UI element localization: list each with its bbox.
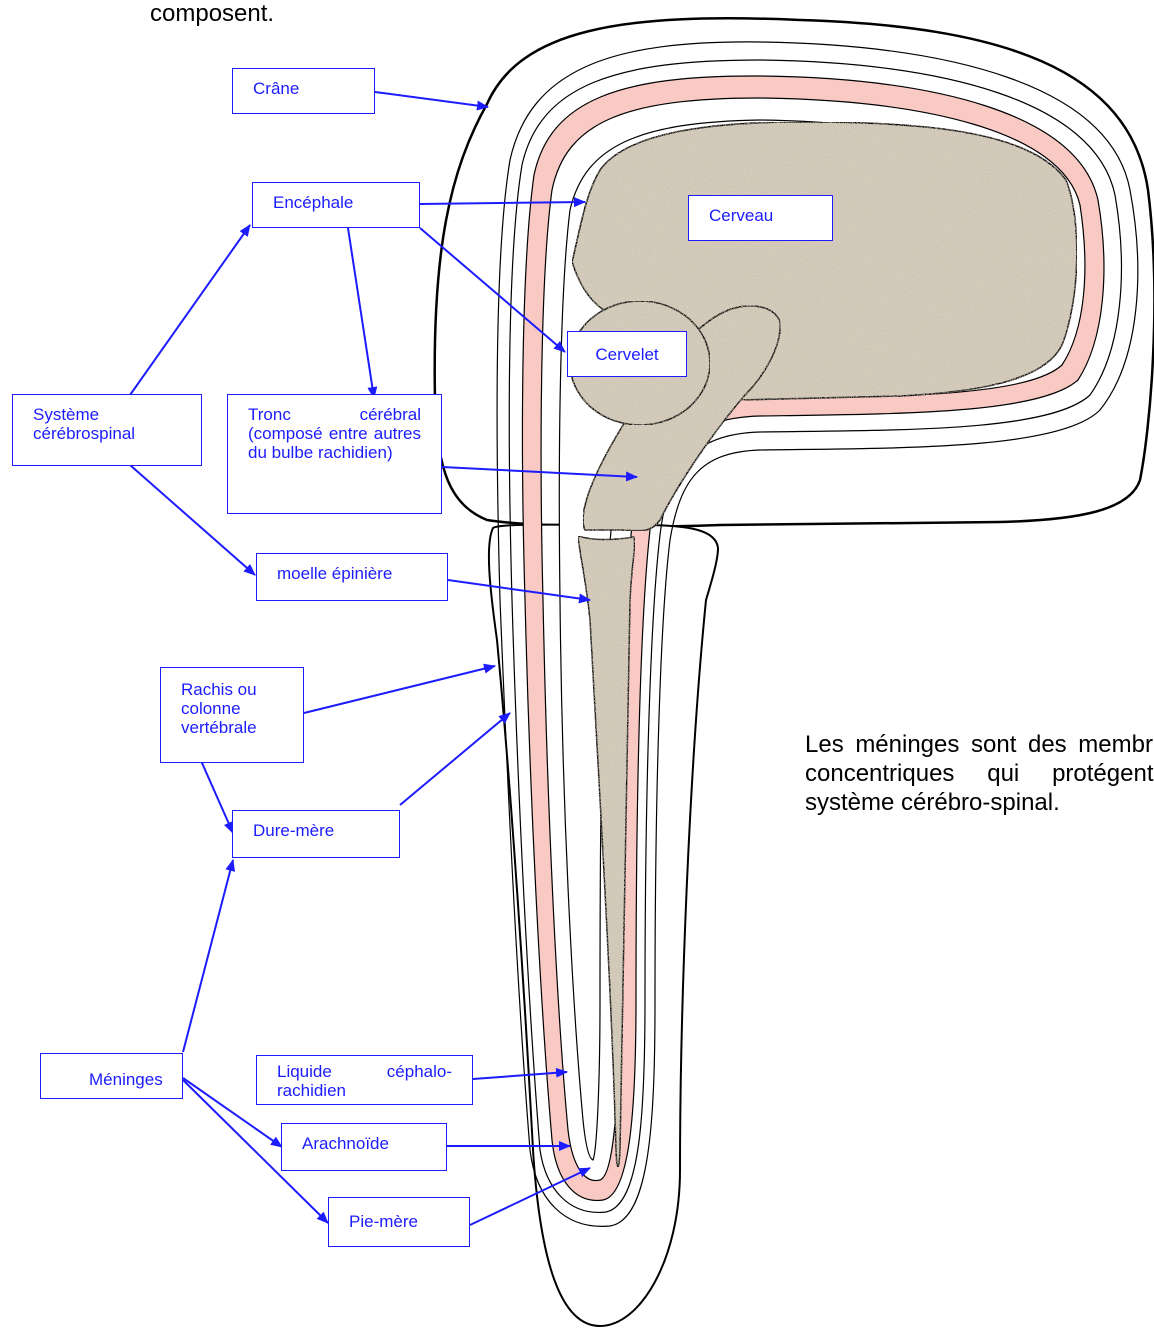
label-encephale: Encéphale — [252, 182, 420, 228]
arrow-crane — [375, 92, 488, 107]
label-tronc: Tronc cérébral (composé entre autres du … — [227, 394, 442, 514]
arrow-dure-mere — [400, 713, 510, 805]
label-rachis: Rachis ou colonne vertébrale — [160, 667, 304, 763]
label-cervelet: Cervelet — [567, 331, 687, 377]
arrow-encephale-tronc — [348, 228, 374, 398]
label-arachnoide: Arachnoïde — [281, 1123, 447, 1171]
label-meninges: Méninges — [40, 1053, 183, 1099]
label-pie-mere: Pie-mère — [328, 1197, 470, 1247]
label-cerveau: Cerveau — [688, 195, 833, 241]
side-caption: Les méninges sont des membranes concentr… — [805, 730, 1154, 817]
arrow-meninges-dure-stem — [183, 860, 233, 1052]
label-liquide: Liquide céphalo-rachidien — [256, 1055, 473, 1105]
label-systeme: Système cérébrospinal — [12, 394, 202, 466]
label-dure-mere: Dure-mère — [232, 810, 400, 858]
arrow-systeme-encephale — [130, 225, 250, 395]
label-crane: Crâne — [232, 68, 375, 114]
arrow-rachis — [304, 666, 495, 713]
caption-top: composent. — [150, 0, 274, 28]
label-moelle: moelle épinière — [256, 553, 448, 601]
